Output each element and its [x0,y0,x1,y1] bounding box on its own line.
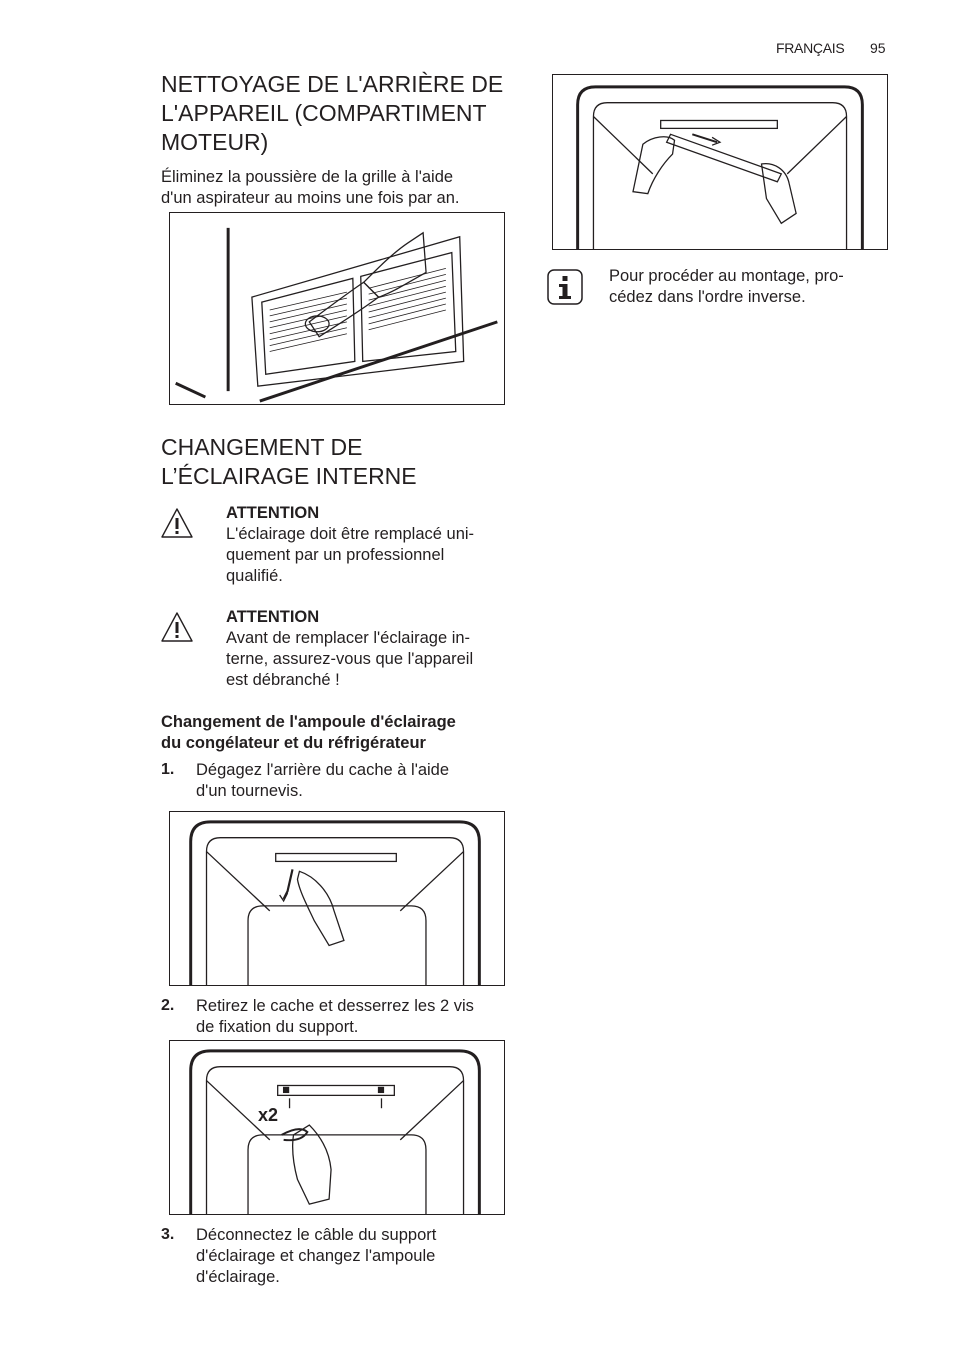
info-icon [547,269,583,305]
warning-heading: ATTENTION [226,504,320,522]
title-line: L'APPAREIL (COMPARTIMENT [161,100,487,126]
cleaning-instruction: Éliminez la poussière de la grille à l'a… [161,167,460,209]
step-number: 1. [161,761,175,778]
subheading-bulb-change: Changement de l'ampoule d'éclairage du c… [161,712,456,754]
step-text-1: Dégagez l'arrière du cache à l'aide d'un… [196,760,449,802]
warning-line: qualifié. [226,567,283,585]
page-number: 95 [870,40,886,56]
warning-line: terne, assurez-vous que l'appareil [226,650,474,668]
step-line: de fixation du support. [196,1018,359,1036]
warning-triangle-icon [161,508,193,538]
title-line: NETTOYAGE DE L'ARRIÈRE DE [161,71,504,97]
info-line: cédez dans l'ordre inverse. [609,288,806,306]
warning-block-1: ATTENTION L'éclairage doit être remplacé… [226,503,474,587]
warning-line: Avant de remplacer l'éclairage in- [226,629,471,647]
info-note-text: Pour procéder au montage, pro- cédez dan… [609,266,844,308]
step-line: Retirez le cache et desserrez les 2 vis [196,997,474,1015]
step-line: d'éclairage et changez l'ampoule [196,1247,436,1265]
step-line: d'un tournevis. [196,782,303,800]
body-line: d'un aspirateur au moins une fois par an… [161,189,460,207]
warning-line: L'éclairage doit être remplacé uni- [226,525,475,543]
warning-heading: ATTENTION [226,608,320,626]
step-line: Dégagez l'arrière du cache à l'aide [196,761,450,779]
step-line: Déconnectez le câble du support [196,1226,437,1244]
subheading-line: du congélateur et du réfrigérateur [161,734,426,752]
title-line: CHANGEMENT DE [161,434,363,460]
title-line: L’ÉCLAIRAGE INTERNE [161,463,417,489]
figure-unscrew-support: x2 [169,1040,505,1215]
remove-support-illustration [576,85,864,249]
warning-line: quement par un professionnel [226,546,445,564]
warning-block-2: ATTENTION Avant de remplacer l'éclairage… [226,607,473,691]
warning-triangle-icon [161,612,193,642]
figure-grille-cleaning [169,212,505,405]
step-text-2: Retirez le cache et desserrez les 2 vis … [196,996,474,1038]
body-line: Éliminez la poussière de la grille à l'a… [161,168,454,186]
section-title-lighting: CHANGEMENT DE L’ÉCLAIRAGE INTERNE [161,433,417,491]
info-line: Pour procéder au montage, pro- [609,267,844,285]
step-number: 2. [161,997,175,1014]
grille-illustration [175,227,498,403]
step-number: 3. [161,1226,175,1243]
figure-release-cover [169,811,505,986]
release-cover-illustration [189,820,481,985]
x2-label: x2 [258,1105,279,1125]
step-line: d'éclairage. [196,1268,280,1286]
warning-line: est débranché ! [226,671,340,689]
unscrew-support-illustration [189,1049,481,1214]
figure-remove-support [552,74,888,250]
step-text-3: Déconnectez le câble du support d'éclair… [196,1225,436,1288]
header-language: FRANÇAIS [776,40,845,56]
title-line: MOTEUR) [161,129,269,155]
subheading-line: Changement de l'ampoule d'éclairage [161,713,456,731]
section-title-cleaning: NETTOYAGE DE L'ARRIÈRE DE L'APPAREIL (CO… [161,70,503,157]
